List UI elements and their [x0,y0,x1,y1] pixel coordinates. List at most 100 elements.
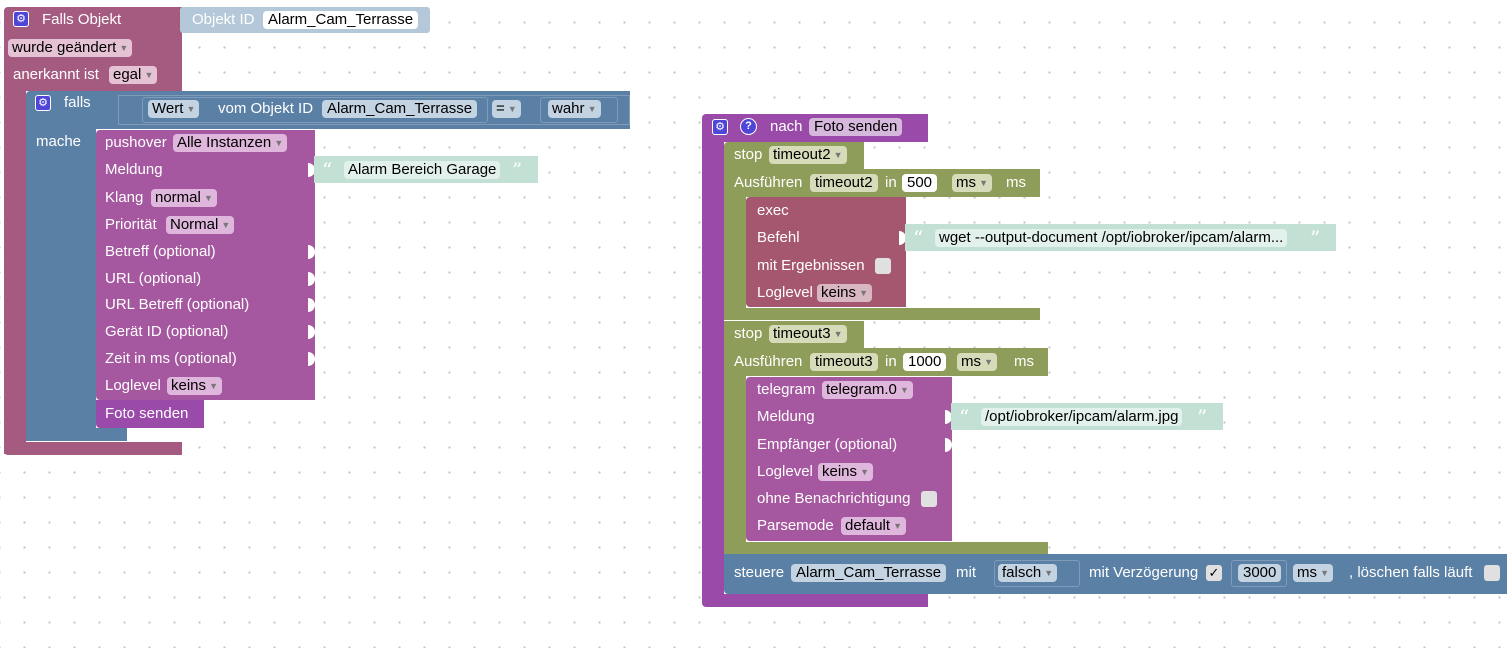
procedure-title: nach [770,118,803,135]
pushover-loglevel-label: Loglevel [105,377,161,394]
object-id-label: Objekt ID [192,11,255,28]
run-unit-value: ms [956,174,976,191]
input-socket [308,272,315,286]
control-with-label: mit [956,564,976,581]
telegram-loglevel-label: Loglevel [757,463,813,480]
quote-open-icon: “ [322,158,333,182]
run-delay-field[interactable]: 500 [902,174,938,192]
control-delay-unit-dropdown[interactable]: ms▼ [1293,564,1333,582]
input-socket [308,352,315,366]
chevron-down-icon: ▼ [899,385,909,395]
value-from-block[interactable] [142,97,488,123]
chevron-down-icon: ▼ [833,150,843,160]
telegram-parsemode-value: default [845,517,891,534]
bool-block[interactable] [540,97,618,123]
pushover-message-field[interactable]: Alarm Bereich Garage [344,161,501,179]
run-unit-dropdown[interactable]: ms▼ [952,174,992,192]
stop-timer-dropdown[interactable]: timeout3▼ [769,325,847,343]
quote-close-icon: ” [1197,405,1208,429]
control-delay-label: mit Verzögerung [1089,564,1199,581]
control-object-field[interactable]: Alarm_Cam_Terrasse [791,564,947,582]
control-value-block[interactable] [994,560,1080,587]
event-block-left-bar [4,88,26,454]
exec-loglevel-dropdown[interactable]: keins▼ [817,284,873,302]
control-delay-number-block[interactable] [1231,560,1287,587]
bool-dropdown[interactable]: wahr▼ [548,100,601,118]
run-timer-footer [724,308,1040,320]
object-id-field[interactable]: Alarm_Cam_Terrasse [263,11,419,29]
input-socket [308,325,315,339]
help-icon[interactable]: ? [740,118,757,135]
event-title: Falls Objekt [42,11,122,28]
run-timer-footer [724,542,1048,554]
control-delay-unit: ms [1297,564,1317,581]
chevron-down-icon: ▼ [186,104,196,114]
exec-command-label: Befehl [757,229,800,246]
chevron-down-icon: ▼ [119,43,129,53]
control-value: falsch [1002,564,1042,581]
ack-label: anerkannt ist [13,66,99,83]
stop-timer-value: timeout3 [773,325,831,342]
gear-icon[interactable]: ⚙ [13,11,29,27]
trigger-dropdown[interactable]: wurde geändert▼ [8,39,133,57]
run-unit-suffix: ms [1014,353,1034,370]
run-timer-field[interactable]: timeout2 [810,174,878,192]
telegram-silent-label: ohne Benachrichtigung [757,490,911,507]
pushover-priority-dropdown[interactable]: Normal▼ [166,216,235,234]
ack-dropdown[interactable]: egal▼ [109,66,158,84]
control-delay-checkbox[interactable]: ✓ [1206,565,1222,581]
gear-icon[interactable]: ⚙ [35,95,51,111]
telegram-silent-checkbox[interactable] [921,491,937,507]
procedure-call-label: Foto senden [105,405,189,422]
chevron-down-icon: ▼ [209,381,219,391]
procedure-name-field[interactable]: Foto senden [809,118,903,136]
run-label: Ausführen [734,174,803,191]
run-in-label: in [885,353,897,370]
pushover-device-label: Gerät ID (optional) [105,323,229,340]
procedure-footer [702,594,928,607]
pushover-label: pushover [105,134,167,151]
exec-results-checkbox[interactable] [875,258,891,274]
control-label: steuere [734,564,785,581]
control-clear-label: , löschen falls läuft [1349,564,1473,581]
pushover-url-subject-label: URL Betreff (optional) [105,296,250,313]
control-value-dropdown[interactable]: falsch▼ [998,564,1058,582]
exec-label: exec [757,202,789,219]
pushover-loglevel-value: keins [171,377,207,394]
procedure-call-block[interactable] [96,400,204,428]
event-block-footer [4,442,182,455]
pushover-loglevel-dropdown[interactable]: keins▼ [167,377,223,395]
pushover-url-label: URL (optional) [105,270,202,287]
telegram-loglevel-dropdown[interactable]: keins▼ [818,463,874,481]
run-unit-dropdown[interactable]: ms▼ [957,353,997,371]
procedure-left-bar [702,140,724,602]
gear-icon[interactable]: ⚙ [712,119,728,135]
pushover-block-body[interactable] [96,130,315,400]
stop-timer-dropdown[interactable]: timeout2▼ [769,146,847,164]
telegram-message-field[interactable]: /opt/iobroker/ipcam/alarm.jpg [981,408,1183,426]
value-dropdown-label: Wert [152,100,184,117]
exec-loglevel-value: keins [821,284,857,301]
operator-dropdown[interactable]: =▼ [492,100,521,118]
telegram-block-body[interactable] [746,377,952,541]
pushover-sound-dropdown[interactable]: normal▼ [151,189,217,207]
pushover-subject-label: Betreff (optional) [105,243,216,260]
telegram-instance-dropdown[interactable]: telegram.0▼ [822,381,913,399]
telegram-parsemode-dropdown[interactable]: default▼ [841,517,907,535]
value-dropdown[interactable]: Wert▼ [148,100,200,118]
run-timer-field[interactable]: timeout3 [810,353,878,371]
run-in-label: in [885,174,897,191]
operator-value: = [496,100,505,117]
control-clear-checkbox[interactable] [1484,565,1500,581]
quote-open-icon: “ [913,226,924,250]
control-delay-field[interactable]: 3000 [1238,564,1282,582]
input-socket [308,245,315,259]
chevron-down-icon: ▼ [587,104,597,114]
from-object-field[interactable]: Alarm_Cam_Terrasse [322,100,478,118]
pushover-instance-dropdown[interactable]: Alle Instanzen▼ [173,134,288,152]
exec-command-field[interactable]: wget --output-document /opt/iobroker/ipc… [935,229,1288,247]
quote-open-icon: “ [959,405,970,429]
run-delay-field[interactable]: 1000 [903,353,947,371]
quote-close-icon: ” [1310,226,1321,250]
pushover-sound-value: normal [155,189,201,206]
